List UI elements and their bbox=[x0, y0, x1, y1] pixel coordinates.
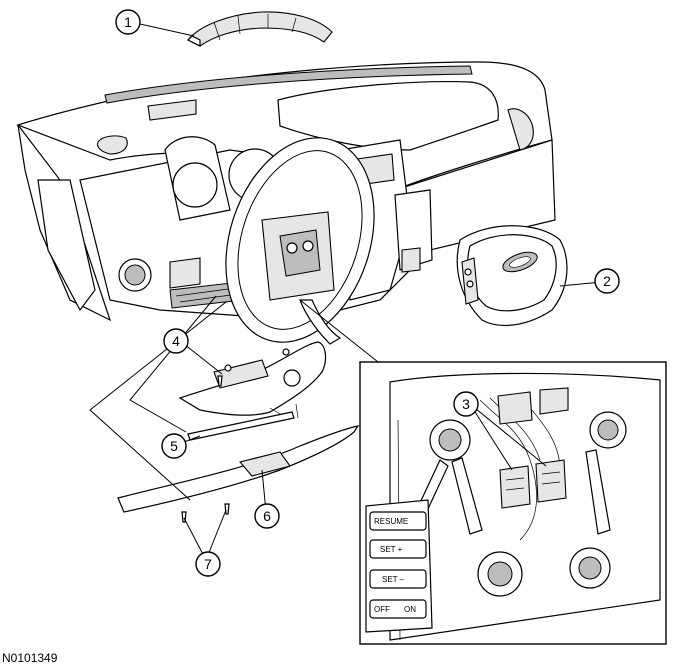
set-minus-switch bbox=[369, 569, 427, 589]
callout-6-label: 6 bbox=[263, 508, 271, 524]
callout-4-label: 4 bbox=[172, 333, 180, 349]
resume-switch bbox=[369, 511, 427, 531]
callout-1-label: 1 bbox=[124, 14, 132, 30]
switch-label-set-minus: SET – bbox=[382, 575, 405, 584]
upper-trim-cover-part bbox=[186, 11, 333, 47]
callout-5: 5 bbox=[161, 433, 187, 459]
figure-id-label: N0101349 bbox=[2, 651, 58, 665]
callout-1: 1 bbox=[115, 9, 141, 35]
callout-7: 7 bbox=[195, 551, 221, 577]
switch-label-set-plus: SET + bbox=[380, 545, 403, 554]
callout-2: 2 bbox=[594, 268, 620, 294]
callout-4: 4 bbox=[163, 328, 189, 354]
callout-2-label: 2 bbox=[603, 273, 611, 289]
lower-panel-strip-part bbox=[187, 411, 295, 441]
callout-7-label: 7 bbox=[204, 556, 212, 572]
callout-3: 3 bbox=[453, 391, 479, 417]
steering-column-shroud-part bbox=[178, 341, 327, 419]
callout-3-label: 3 bbox=[462, 396, 470, 412]
callout-5-label: 5 bbox=[170, 438, 178, 454]
switch-label-on: ON bbox=[404, 605, 416, 614]
driver-airbag-module-part bbox=[456, 225, 568, 327]
set-plus-switch bbox=[369, 539, 427, 559]
instrument-panel-part bbox=[16, 61, 556, 345]
switch-label-resume: RESUME bbox=[374, 517, 408, 526]
off-on-switch bbox=[369, 599, 427, 619]
steering-wheel-switch-inset: RESUME SET + SET – OFF ON bbox=[359, 361, 667, 645]
knee-bolster-panel-part bbox=[117, 425, 360, 513]
switch-label-off: OFF bbox=[374, 605, 390, 614]
callout-6: 6 bbox=[254, 503, 280, 529]
